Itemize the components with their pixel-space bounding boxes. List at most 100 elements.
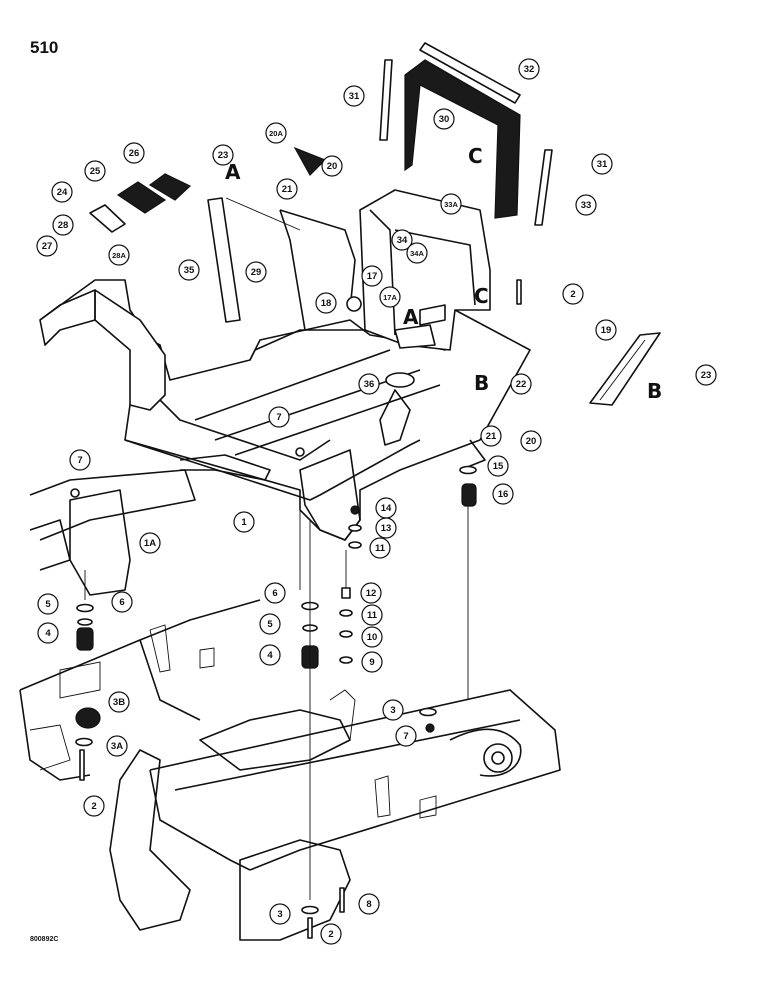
- callout-label: 2: [328, 929, 333, 940]
- callout-circle: [245, 261, 267, 283]
- section-letter-a: A: [225, 160, 241, 184]
- callout-label: 11: [367, 610, 378, 621]
- callout-25: 25: [84, 160, 106, 182]
- callout-label: 25: [90, 166, 101, 177]
- callout-circle: [358, 373, 380, 395]
- callout-21: 21: [276, 178, 298, 200]
- backrest-pad: [379, 42, 553, 226]
- callout-33A: 33A: [440, 193, 462, 215]
- drawing-code: 800892C: [30, 936, 59, 943]
- callout-3B: 3B: [108, 691, 130, 713]
- callout-label: 10: [367, 632, 378, 643]
- callout-label: 20: [327, 161, 338, 172]
- callout-circle: [315, 292, 337, 314]
- callout-24: 24: [51, 181, 73, 203]
- callout-2: 2: [320, 923, 342, 945]
- side-panel-19: [589, 332, 661, 406]
- section-letter-b: B: [647, 379, 662, 403]
- callout-circle: [391, 229, 413, 251]
- callout-circle: [264, 582, 286, 604]
- callout-label: 11: [375, 543, 386, 554]
- callout-label: 13: [381, 523, 392, 534]
- callout-circle: [233, 511, 255, 533]
- callout-label: 27: [42, 241, 53, 252]
- callout-circle: [51, 181, 73, 203]
- callout-circle: [108, 691, 130, 713]
- callout-circle: [52, 214, 74, 236]
- callout-circle: [212, 144, 234, 166]
- callout-circle: [321, 155, 343, 177]
- callout-6: 6: [111, 591, 133, 613]
- callout-circle: [269, 903, 291, 925]
- callout-label: 31: [597, 159, 608, 170]
- callout-10: 10: [361, 626, 383, 648]
- callout-circle: [265, 122, 287, 144]
- callout-label: 35: [184, 265, 195, 276]
- callout-35: 35: [178, 259, 200, 281]
- callout-7: 7: [395, 725, 417, 747]
- callout-circle: [358, 893, 380, 915]
- callout-label: 33A: [444, 200, 458, 209]
- callout-circle: [139, 532, 161, 554]
- callout-9: 9: [361, 651, 383, 673]
- callout-circle: [361, 604, 383, 626]
- callout-13: 13: [375, 517, 397, 539]
- callout-label: 2: [91, 801, 96, 812]
- callout-circle: [84, 160, 106, 182]
- callout-8: 8: [358, 893, 380, 915]
- callout-circle: [520, 430, 542, 452]
- callout-15: 15: [487, 455, 509, 477]
- callout-7: 7: [69, 449, 91, 471]
- callout-5: 5: [259, 613, 281, 635]
- callout-30: 30: [433, 108, 455, 130]
- callout-label: 5: [267, 619, 273, 630]
- callout-circle: [595, 319, 617, 341]
- callout-23: 23: [212, 144, 234, 166]
- callout-label: 24: [57, 187, 68, 198]
- callout-circle: [361, 265, 383, 287]
- callout-label: 3: [277, 909, 282, 920]
- callout-circle: [83, 795, 105, 817]
- callout-34: 34: [391, 229, 413, 251]
- callout-32: 32: [518, 58, 540, 80]
- callout-circle: [259, 644, 281, 666]
- callout-label: 8: [366, 899, 371, 910]
- callout-label: 1A: [144, 538, 156, 549]
- callout-17: 17: [361, 265, 383, 287]
- callout-label: 36: [364, 379, 375, 390]
- callout-label: 23: [701, 370, 712, 381]
- callout-label: 20: [526, 436, 537, 447]
- loader-main-frame: [19, 599, 561, 941]
- callout-label: 32: [524, 64, 535, 75]
- callout-label: 28A: [112, 251, 126, 260]
- callout-label: 17A: [383, 293, 397, 302]
- callout-circle: [360, 582, 382, 604]
- support-bar-35: [207, 197, 241, 323]
- callout-label: 4: [267, 650, 273, 661]
- callout-6: 6: [264, 582, 286, 604]
- callout-label: 23: [218, 150, 229, 161]
- callout-label: 4: [45, 628, 51, 639]
- callout-label: 20A: [269, 129, 283, 138]
- callout-label: 3A: [111, 741, 123, 752]
- page-number: 510: [30, 38, 59, 57]
- callout-21: 21: [480, 425, 502, 447]
- callout-circle: [343, 85, 365, 107]
- callout-36: 36: [358, 373, 380, 395]
- callout-5: 5: [37, 593, 59, 615]
- callout-33: 33: [575, 194, 597, 216]
- callout-circle: [395, 725, 417, 747]
- callout-label: 34: [397, 235, 408, 246]
- callout-circle: [178, 259, 200, 281]
- callout-circle: [111, 591, 133, 613]
- callout-circle: [37, 593, 59, 615]
- callout-14: 14: [375, 497, 397, 519]
- callout-28: 28: [52, 214, 74, 236]
- callout-circle: [562, 283, 584, 305]
- callout-circle: [69, 449, 91, 471]
- callout-label: 15: [493, 461, 504, 472]
- callout-circle: [108, 244, 130, 266]
- callout-31: 31: [343, 85, 365, 107]
